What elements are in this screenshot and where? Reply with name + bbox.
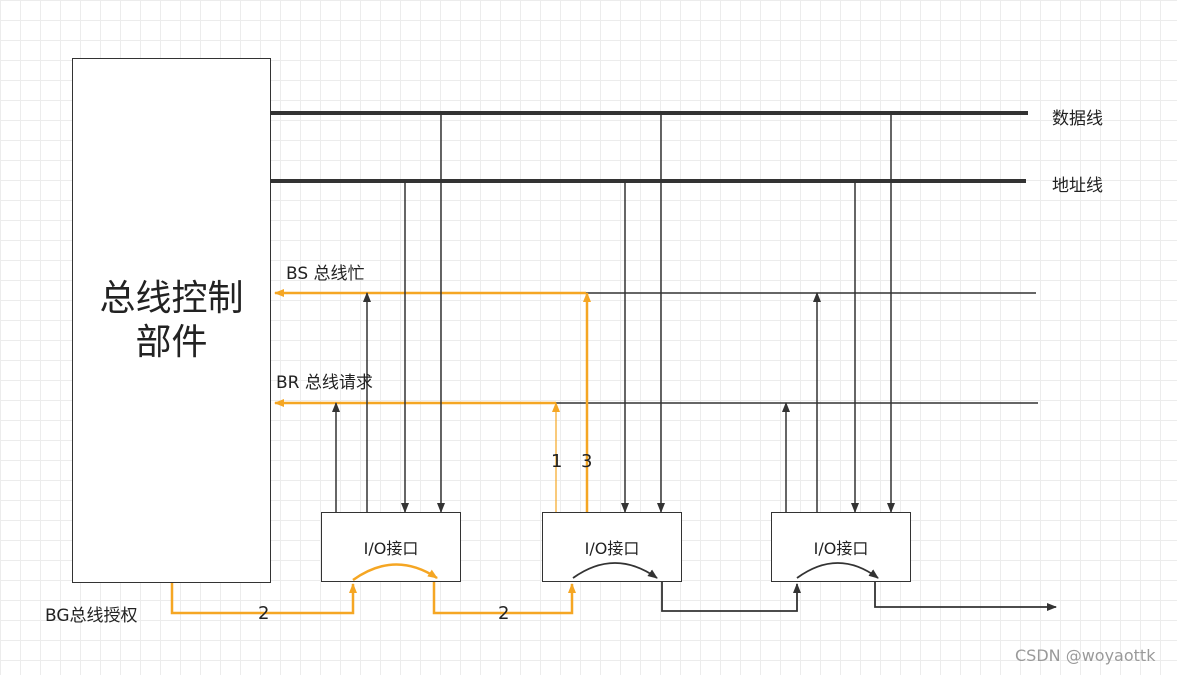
io-interface-label: I/O接口 (584, 539, 640, 558)
bg-line-label: BG总线授权 (45, 606, 138, 626)
bg-chain-segment-1 (170, 583, 357, 615)
io-interface-2: I/O接口 (542, 512, 682, 582)
br-line-label: BR 总线请求 (276, 373, 373, 393)
io-interface-label: I/O接口 (813, 539, 869, 558)
bs-line-label: BS 总线忙 (286, 264, 365, 284)
step-number-2-second: 2 (498, 603, 510, 624)
step-number-3: 3 (581, 451, 593, 472)
bus-controller-block: 总线控制部件 (72, 58, 271, 583)
address-line-label: 地址线 (1052, 176, 1103, 196)
step-number-1: 1 (551, 451, 563, 472)
bg-chain-segment-2 (432, 582, 576, 615)
io-interface-label: I/O接口 (363, 539, 419, 558)
bg-chain-segment-3 (661, 582, 801, 612)
bus-controller-label: 总线控制部件 (99, 277, 244, 363)
io-interface-1: I/O接口 (321, 512, 461, 582)
watermark: CSDN @woyaottk (1015, 646, 1156, 665)
io-interface-3: I/O接口 (771, 512, 911, 582)
bg-chain-segment-4 (874, 582, 1057, 611)
data-line-label: 数据线 (1052, 109, 1103, 129)
step-number-2-first: 2 (258, 603, 270, 624)
